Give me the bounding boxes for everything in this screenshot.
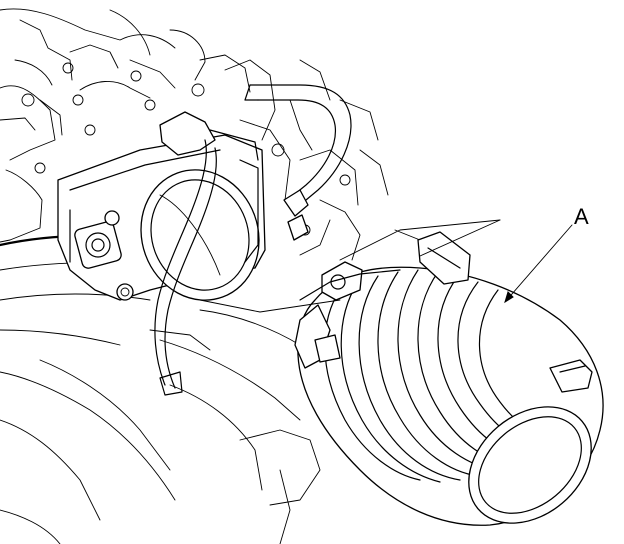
callout-label-a: A [574,204,589,229]
vacuum-pipe [244,84,352,241]
engine-block-background [0,8,441,261]
duct-clamp [294,231,471,369]
callout-leaders [199,219,573,313]
throttle-hose [154,111,217,396]
lower-engine-lines [0,234,376,544]
intake-duct [297,266,604,526]
leader-arrowhead [504,291,514,304]
throttle-body [57,129,266,301]
